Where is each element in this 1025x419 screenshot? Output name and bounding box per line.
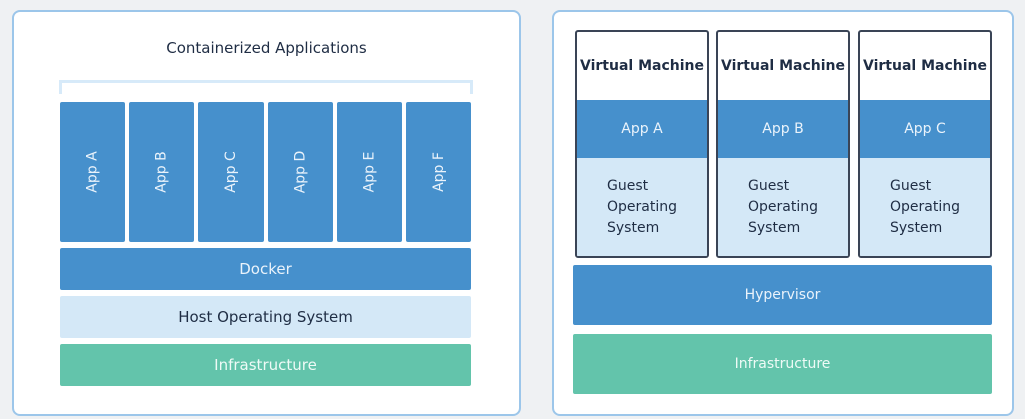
container-app-e: App E xyxy=(337,102,402,242)
container-app-c: App C xyxy=(198,102,264,242)
guest-os: Guest Operating System xyxy=(718,158,848,256)
host-os-layer: Host Operating System xyxy=(60,296,471,338)
containerized-title: Containerized Applications xyxy=(166,39,367,57)
vm-title: Virtual Machine xyxy=(721,58,845,74)
app-label: App C xyxy=(222,151,239,193)
app-label: App D xyxy=(292,150,309,194)
guest-os: Guest Operating System xyxy=(860,158,990,256)
guest-os: Guest Operating System xyxy=(577,158,707,256)
virtual-machine-b: Virtual Machine App B Guest Operating Sy… xyxy=(716,30,850,258)
container-app-f: App F xyxy=(406,102,471,242)
virtual-machine-a: Virtual Machine App A Guest Operating Sy… xyxy=(575,30,709,258)
hypervisor-layer: Hypervisor xyxy=(573,265,992,325)
vm-app: App C xyxy=(860,100,990,158)
vm-title: Virtual Machine xyxy=(863,58,987,74)
container-app-a: App A xyxy=(60,102,125,242)
apps-bracket xyxy=(59,80,473,94)
app-label: App A xyxy=(84,151,101,193)
virtual-machine-c: Virtual Machine App C Guest Operating Sy… xyxy=(858,30,992,258)
app-label: App F xyxy=(430,152,447,192)
container-app-b: App B xyxy=(129,102,194,242)
vm-infrastructure-layer: Infrastructure xyxy=(573,334,992,394)
vm-title: Virtual Machine xyxy=(580,58,704,74)
infrastructure-layer: Infrastructure xyxy=(60,344,471,386)
container-app-d: App D xyxy=(268,102,333,242)
docker-layer: Docker xyxy=(60,248,471,290)
vm-app: App B xyxy=(718,100,848,158)
vm-app: App A xyxy=(577,100,707,158)
app-label: App E xyxy=(361,151,378,193)
app-label: App B xyxy=(153,151,170,193)
